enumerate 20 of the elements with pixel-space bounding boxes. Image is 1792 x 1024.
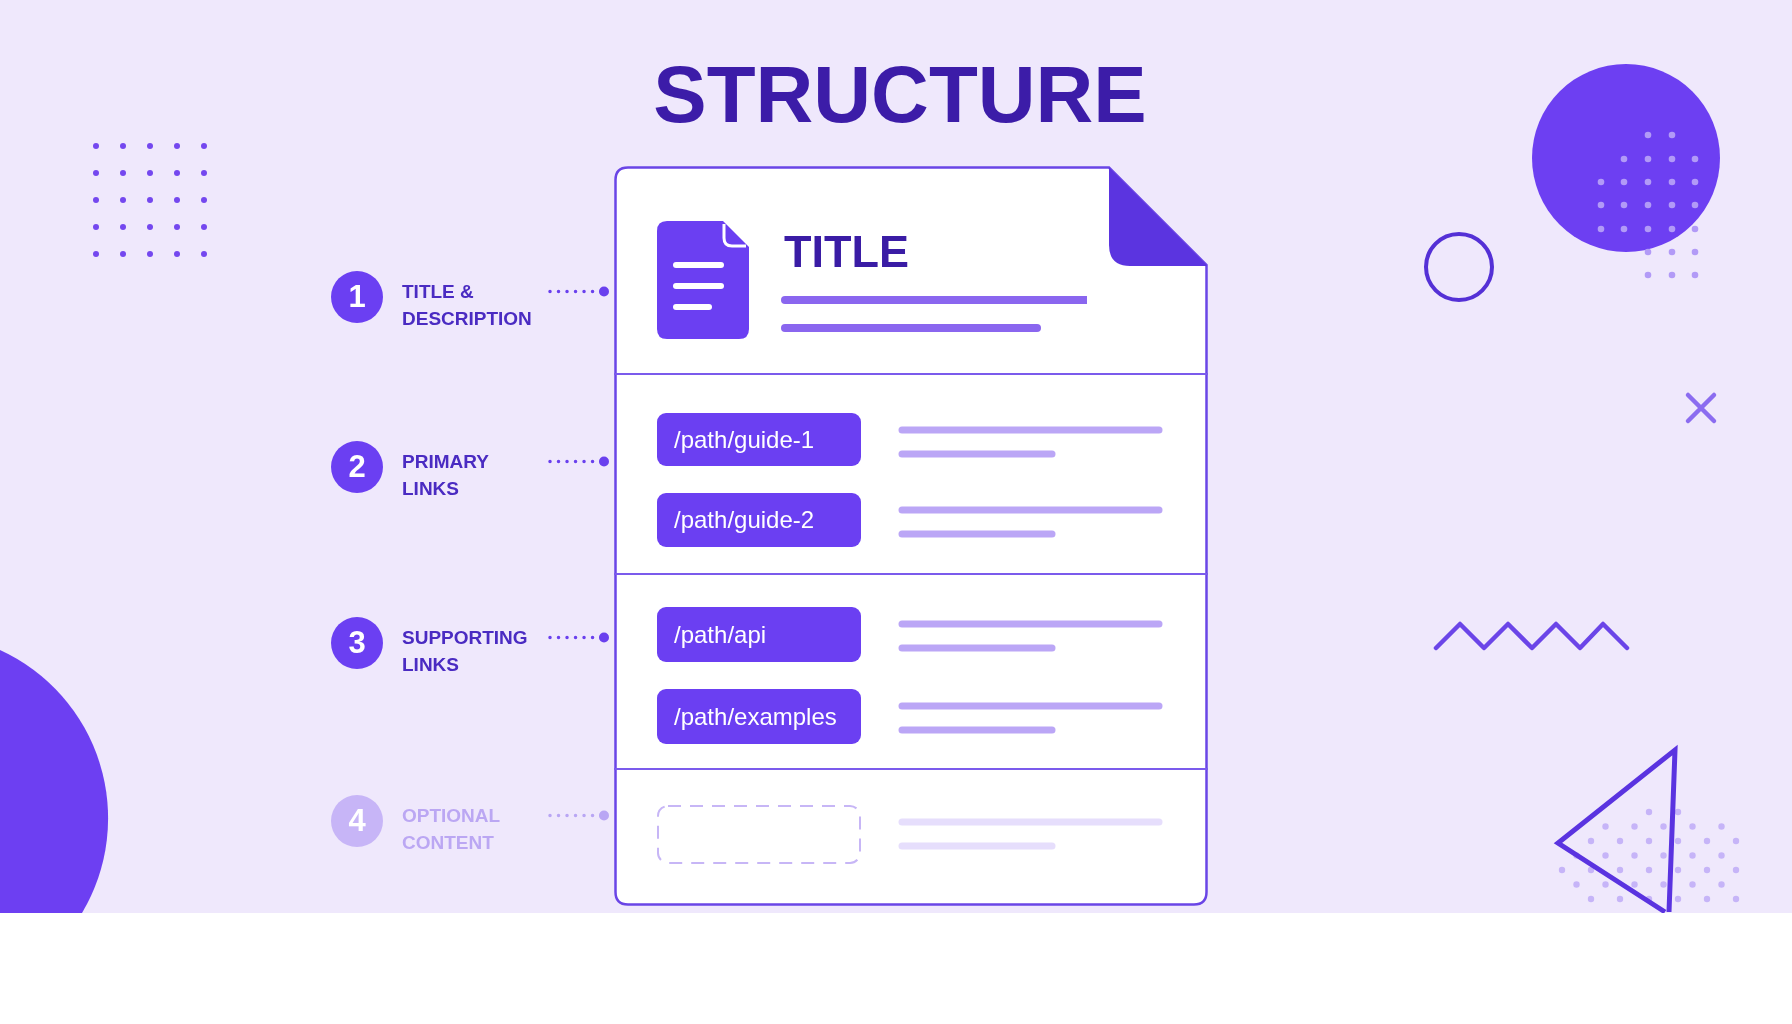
path-tag: /path/api	[657, 607, 861, 662]
leader-line	[548, 632, 609, 643]
step-label: OPTIONAL CONTENT	[402, 804, 501, 855]
step-number-badge: 3	[331, 617, 383, 669]
step-number-badge: 1	[331, 271, 383, 323]
step-label: SUPPORTING LINKS	[402, 626, 529, 677]
diagram-title: STRUCTURE	[653, 55, 1147, 135]
leader-line	[548, 286, 609, 297]
path-tag: /path/guide-2	[657, 493, 861, 547]
step-number-badge: 4	[331, 795, 383, 847]
path-tag: /path/examples	[657, 689, 861, 744]
step-number-badge: 2	[331, 441, 383, 493]
empty-slot-placeholder	[657, 805, 861, 864]
path-tag: /path/guide-1	[657, 413, 861, 466]
leader-line	[548, 456, 609, 467]
step-label: PRIMARY LINKS	[402, 450, 490, 501]
leader-line	[548, 810, 609, 821]
section-title: TITLE	[784, 229, 909, 274]
step-label: TITLE & DESCRIPTION	[402, 280, 533, 331]
document-card	[614, 166, 1208, 906]
